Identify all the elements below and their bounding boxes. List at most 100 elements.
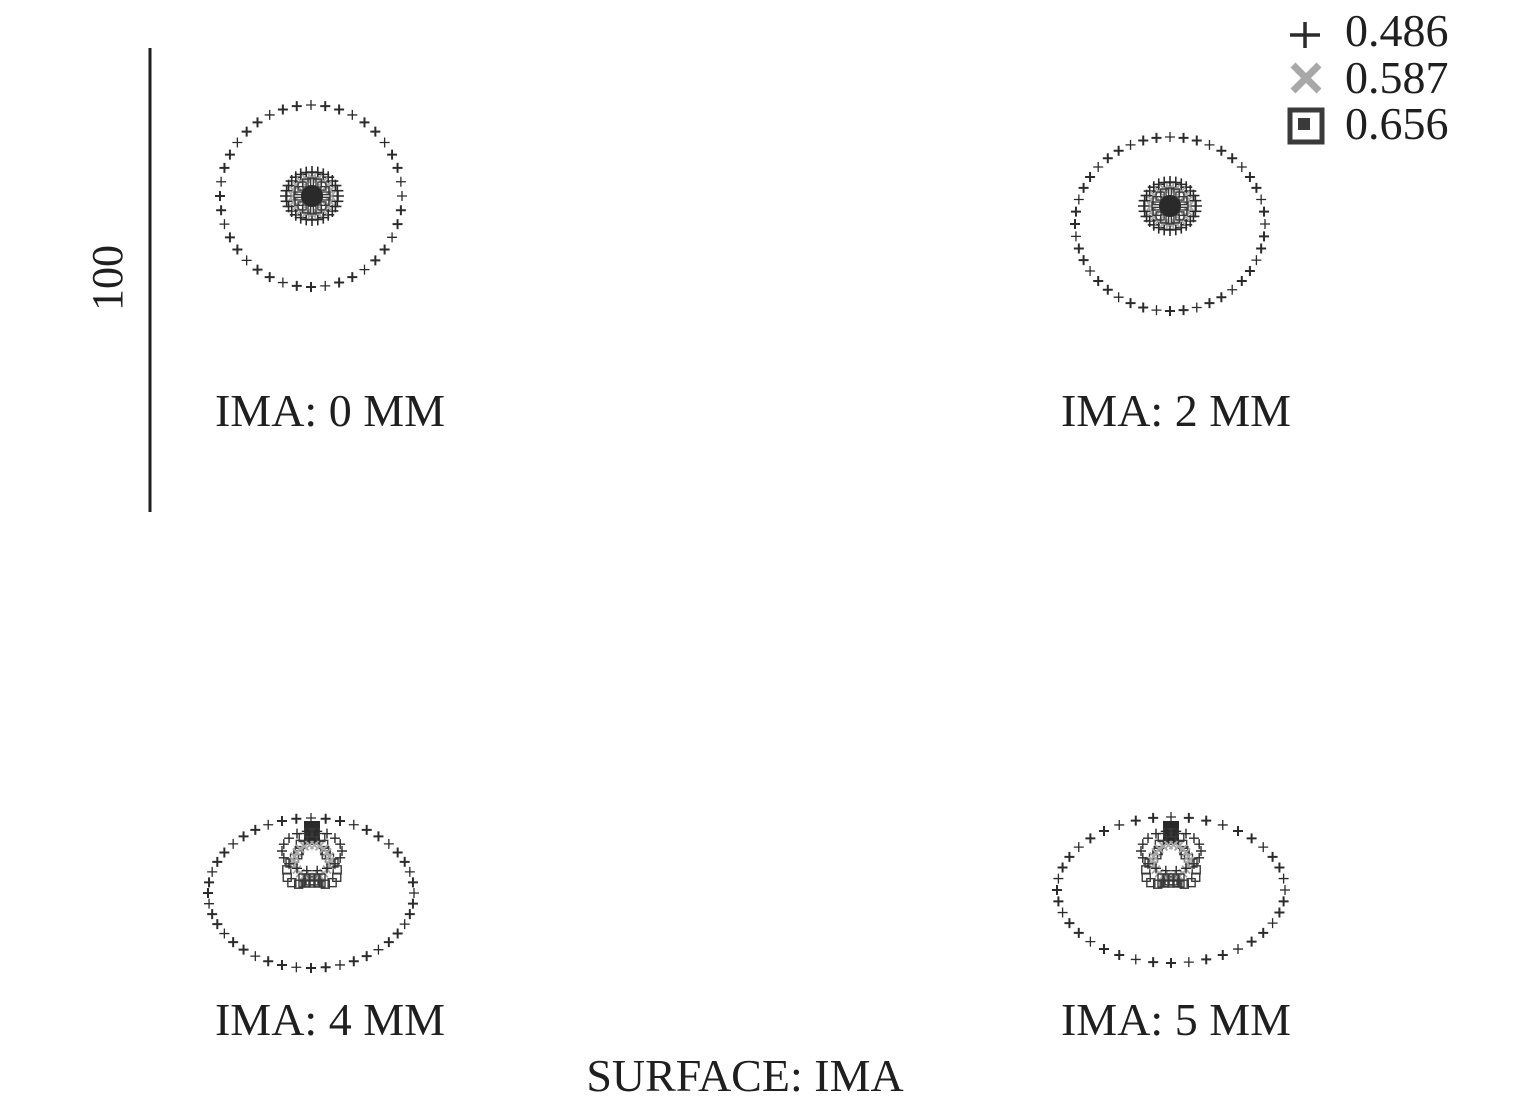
spot-core-plus [317, 211, 330, 224]
spot-ring-point [1251, 182, 1262, 193]
spot-ring-point [1130, 954, 1141, 965]
spot-core-square [1177, 880, 1185, 888]
spot-core-plus [277, 846, 287, 856]
spot-ring-point [219, 219, 230, 230]
spot-ring-point [1178, 305, 1189, 316]
spot-ring-point [216, 205, 227, 216]
spot-ring-point [207, 866, 218, 877]
spot-ring-point [1256, 243, 1267, 254]
spot-ring-point [399, 856, 410, 867]
spot-ring-point [1280, 885, 1290, 895]
spot-ring-point [1148, 957, 1159, 968]
spot-ring-point [1217, 819, 1228, 830]
spot-ring-point [263, 819, 274, 830]
spot-core-plus [1140, 210, 1153, 223]
spot-core-x [1154, 844, 1164, 854]
spot-ring-point [291, 280, 302, 291]
spot-ring-point [395, 205, 406, 216]
legend-label-2: 0.656 [1345, 98, 1449, 149]
spot-ring-point [1246, 936, 1257, 947]
spot-ring-point [291, 962, 302, 973]
legend-marker-plus [1290, 22, 1320, 48]
spot-ring-point [291, 813, 302, 824]
field-label-1: IMA: 2 MM [1061, 385, 1291, 436]
spot-ring-point [407, 898, 418, 909]
spot-core-plus [1158, 223, 1171, 236]
spot-core-plus [1194, 839, 1205, 850]
spot-core-plus [292, 863, 302, 874]
spot-core-x [1147, 195, 1157, 206]
spot-core-plus [311, 166, 324, 179]
spot-core-plus [1147, 181, 1160, 194]
spot-ring-point [252, 264, 263, 275]
legend-marker-square-core [1298, 118, 1310, 130]
spot-ring-point [1085, 171, 1096, 182]
spot-ring-point [392, 847, 403, 858]
spot-core-x [324, 851, 334, 862]
spot-ring-point [1191, 135, 1202, 146]
legend: 0.486 0.587 0.656 [1287, 5, 1449, 149]
spot-cluster-0 [215, 100, 407, 292]
spot-ring-point [1064, 851, 1075, 862]
spot-ring-point [1085, 833, 1096, 844]
spot-ring-point [1251, 255, 1262, 266]
spot-ring-point [1093, 275, 1104, 286]
spot-core-square [1167, 873, 1175, 881]
spot-ring-point [1259, 206, 1270, 217]
spot-ring-point [383, 937, 394, 948]
spot-ring-point [1078, 182, 1089, 193]
spot-ring-point [228, 838, 239, 849]
spot-ring-point [334, 104, 345, 115]
spot-ring-point [397, 191, 407, 201]
spot-ring-point [1183, 957, 1194, 968]
spot-cluster-2 [203, 813, 419, 973]
spot-ring-point [1217, 950, 1228, 961]
legend-label-1: 0.587 [1345, 52, 1449, 103]
spot-ring-point [379, 244, 390, 255]
spot-ring-point [1130, 815, 1141, 826]
spot-core-plus [300, 213, 313, 226]
spot-core-x [325, 185, 335, 196]
spot-ring-point [1098, 825, 1109, 836]
legend-marker-x [1290, 62, 1322, 94]
spot-ring-point [1073, 927, 1084, 938]
spot-ring-point [1191, 302, 1202, 313]
spot-core-x [295, 844, 305, 854]
spot-ring-point [219, 162, 230, 173]
spot-ring-point [250, 824, 261, 835]
spot-core-square [1162, 828, 1173, 838]
spot-core-plus [1138, 194, 1151, 207]
spot-ring-point [1183, 812, 1194, 823]
spot-ring-point [241, 255, 252, 266]
spot-ring-point [409, 888, 419, 898]
spot-ring-point [1233, 944, 1244, 955]
spot-ring-point [395, 176, 406, 187]
spot-ring-point [370, 126, 381, 137]
spot-core-square [1167, 880, 1175, 888]
spot-ring-point [1125, 298, 1136, 309]
spot-ring-point [361, 951, 372, 962]
spot-ring-point [1258, 842, 1269, 853]
spot-core-plus [1194, 852, 1205, 863]
spot-ring-point [320, 813, 331, 824]
spot-core-plus [1188, 858, 1199, 869]
spot-core-plus [1136, 846, 1146, 856]
spot-core-square [298, 873, 306, 881]
spot-ring-point [238, 831, 249, 842]
spot-core-plus [1188, 833, 1199, 844]
spot-core-square [303, 880, 311, 888]
spot-ring-point [1053, 873, 1064, 884]
spot-ring-point [1260, 219, 1270, 229]
spot-ring-point [1053, 896, 1064, 907]
spot-core-square [298, 880, 306, 888]
spot-ring-point [1274, 907, 1285, 918]
spot-ring-point [204, 877, 215, 888]
spot-ring-point [335, 816, 346, 827]
spot-ring-point [383, 838, 394, 849]
spot-ring-point [215, 191, 225, 201]
spot-ring-point [1070, 219, 1080, 229]
spot-core-square [1172, 873, 1180, 881]
spot-core-plus [1151, 828, 1161, 839]
spot-ring-point [252, 117, 263, 128]
spot-ring-point [1113, 292, 1124, 303]
